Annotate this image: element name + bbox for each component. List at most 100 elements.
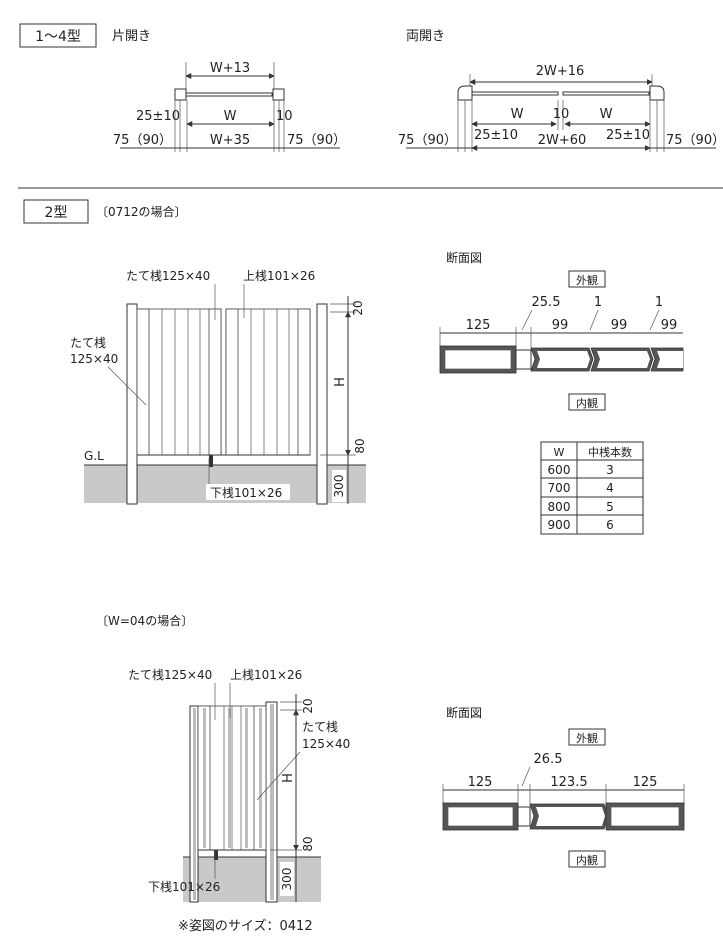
table-cell: 3 (606, 463, 614, 477)
sect1-dim-25-5: 25.5 (532, 295, 561, 310)
section-2-tag-box (23, 199, 89, 224)
double-swing-plan: 両開き 2W+16 W 10 W 75（90） 25±10 (398, 29, 723, 152)
single-post-left-dim: 75（90） (113, 133, 172, 148)
table-cell: 800 (548, 500, 571, 514)
sect1-gap-filler (515, 349, 532, 370)
section-2: 2型 〔0712の場合〕 G.L (23, 199, 685, 934)
elev2-dim-80: 80 (301, 836, 315, 851)
single-w-dim: W (224, 109, 237, 124)
sect2-outside-label: 外観 (576, 731, 598, 745)
elev2-dim-20: 20 (301, 698, 315, 713)
double-right-leaf (562, 91, 650, 96)
elevation-0712: G.L たて桟125×40 上桟101×26 (70, 269, 367, 505)
single-top-dim: W+13 (210, 61, 250, 76)
elev2-bottom-rail-label: 下桟101×26 (148, 880, 220, 894)
elevation-0412: たて桟125×40 上桟101×26 たて桟 125×40 下桟101×26 2… (128, 668, 350, 934)
sect1-dim-99a: 99 (552, 318, 569, 333)
center-stopper (209, 455, 213, 467)
section-view-2: 断面図 外観 26.5 125 123.5 125 内観 (442, 705, 685, 868)
table-cell: 4 (606, 481, 614, 495)
sect2-title: 断面図 (446, 705, 482, 720)
left-leaf (136, 308, 222, 456)
table-cell: 6 (606, 518, 614, 532)
sect1-title: 断面図 (446, 250, 482, 265)
single-right-post (272, 88, 285, 101)
sect2-outside-box (568, 728, 606, 746)
elev1-dim-h: H (333, 377, 348, 387)
elev1-bottom-rail-bg (206, 484, 290, 500)
double-mid-dim: 10 (553, 107, 570, 122)
single-gap-dim: 25±10 (136, 109, 180, 124)
double-gap-right-dim: 25±10 (606, 128, 650, 143)
case-w04-label: 〔W=04の場合〕 (96, 613, 193, 628)
mid-rail-table: W 中桟本数 600 3 700 4 800 5 900 6 (540, 441, 644, 535)
sect2-inside-label: 内観 (576, 853, 598, 867)
sect2-inside-box (568, 850, 606, 868)
sect2-dim-125b: 125 (633, 775, 658, 790)
section-2-tag: 2型 (45, 205, 68, 221)
sect1-dim-99c: 99 (661, 318, 678, 333)
single-right-dim: 10 (276, 109, 293, 124)
table-cell: 900 (548, 518, 571, 532)
double-gap-left-dim: 25±10 (474, 128, 518, 143)
single-bottom-dim: W+35 (210, 133, 250, 148)
elev1-left-post-label-1: たて桟 (70, 336, 106, 350)
elev1-left-post-label-2: 125×40 (70, 352, 118, 366)
elev2-dim-h: H (281, 773, 296, 783)
sect1-outside-label: 外観 (576, 273, 598, 287)
size-note: ※姿図のサイズ：0412 (178, 918, 313, 934)
elev1-dim-300: 300 (332, 475, 346, 498)
sect1-dim-99b: 99 (611, 318, 628, 333)
sect1-dim-1b: 1 (655, 295, 663, 310)
elev2-top-rail-label: 上桟101×26 (230, 668, 302, 682)
table-cell: 600 (548, 463, 571, 477)
single-swing-title: 片開き (112, 29, 151, 44)
table-header-w: W (554, 446, 565, 459)
double-right-post (649, 85, 665, 101)
case-0712-label: 〔0712の場合〕 (96, 204, 187, 219)
table-cell: 700 (548, 481, 571, 495)
elev2-right-post-label-2: 125×40 (302, 737, 350, 751)
sect2-dim-123-5: 123.5 (550, 775, 587, 790)
elev1-bottom-rail-label: 下桟101×26 (210, 486, 282, 500)
double-left-post (457, 85, 473, 101)
double-left-leaf (471, 91, 559, 96)
sect2-dim-26-5: 26.5 (534, 752, 563, 767)
single-left-post (174, 88, 187, 101)
elev2-dim-300: 300 (280, 868, 294, 891)
double-swing-title: 両開き (406, 29, 445, 44)
elev1-top-post-label: たて桟125×40 (126, 269, 210, 283)
elev1-dim-80: 80 (353, 438, 367, 453)
double-post-right-dim: 75（90） (666, 133, 723, 148)
left-post (126, 303, 138, 505)
gl-label: G.L (84, 449, 104, 463)
table-cell: 5 (606, 500, 614, 514)
sect1-dim-1a: 1 (594, 295, 602, 310)
elev1-dim-20: 20 (351, 300, 365, 315)
table-header-count: 中桟本数 (588, 445, 632, 459)
elev1-dim-300-bg (332, 470, 346, 502)
right-post (316, 303, 328, 505)
sect1-dim-125: 125 (466, 318, 491, 333)
ground-fill-2 (183, 857, 321, 902)
section-1-tag: 1～4型 (35, 29, 81, 45)
elev2-right-post-label-1: たて桟 (302, 720, 338, 734)
sect2-dim-125a: 125 (468, 775, 493, 790)
elev1-top-rail-label: 上桟101×26 (243, 269, 315, 283)
double-post-left-dim: 75（90） (398, 133, 457, 148)
section-1: 1～4型 片開き W+13 W 25±10 10 75（90） W+35 (19, 23, 723, 152)
double-w2-dim: W (600, 107, 613, 122)
single-swing-plan: 片開き W+13 W 25±10 10 75（90） W+35 75（90） (112, 29, 346, 152)
section-view-1: 断面図 外観 25.5 1 1 125 99 99 99 (439, 250, 684, 411)
double-top-dim: 2W+16 (536, 64, 585, 79)
double-bottom-dim: 2W+60 (538, 133, 587, 148)
single-post-right-dim: 75（90） (287, 133, 346, 148)
sect1-inside-box (568, 393, 606, 411)
sect1-inside-label: 内観 (576, 396, 598, 410)
sect1-outside-box (568, 270, 606, 288)
double-w1-dim: W (511, 107, 524, 122)
right-leaf (225, 308, 311, 456)
elev2-top-post-label: たて桟125×40 (128, 668, 212, 682)
section-1-tag-box (19, 23, 97, 48)
